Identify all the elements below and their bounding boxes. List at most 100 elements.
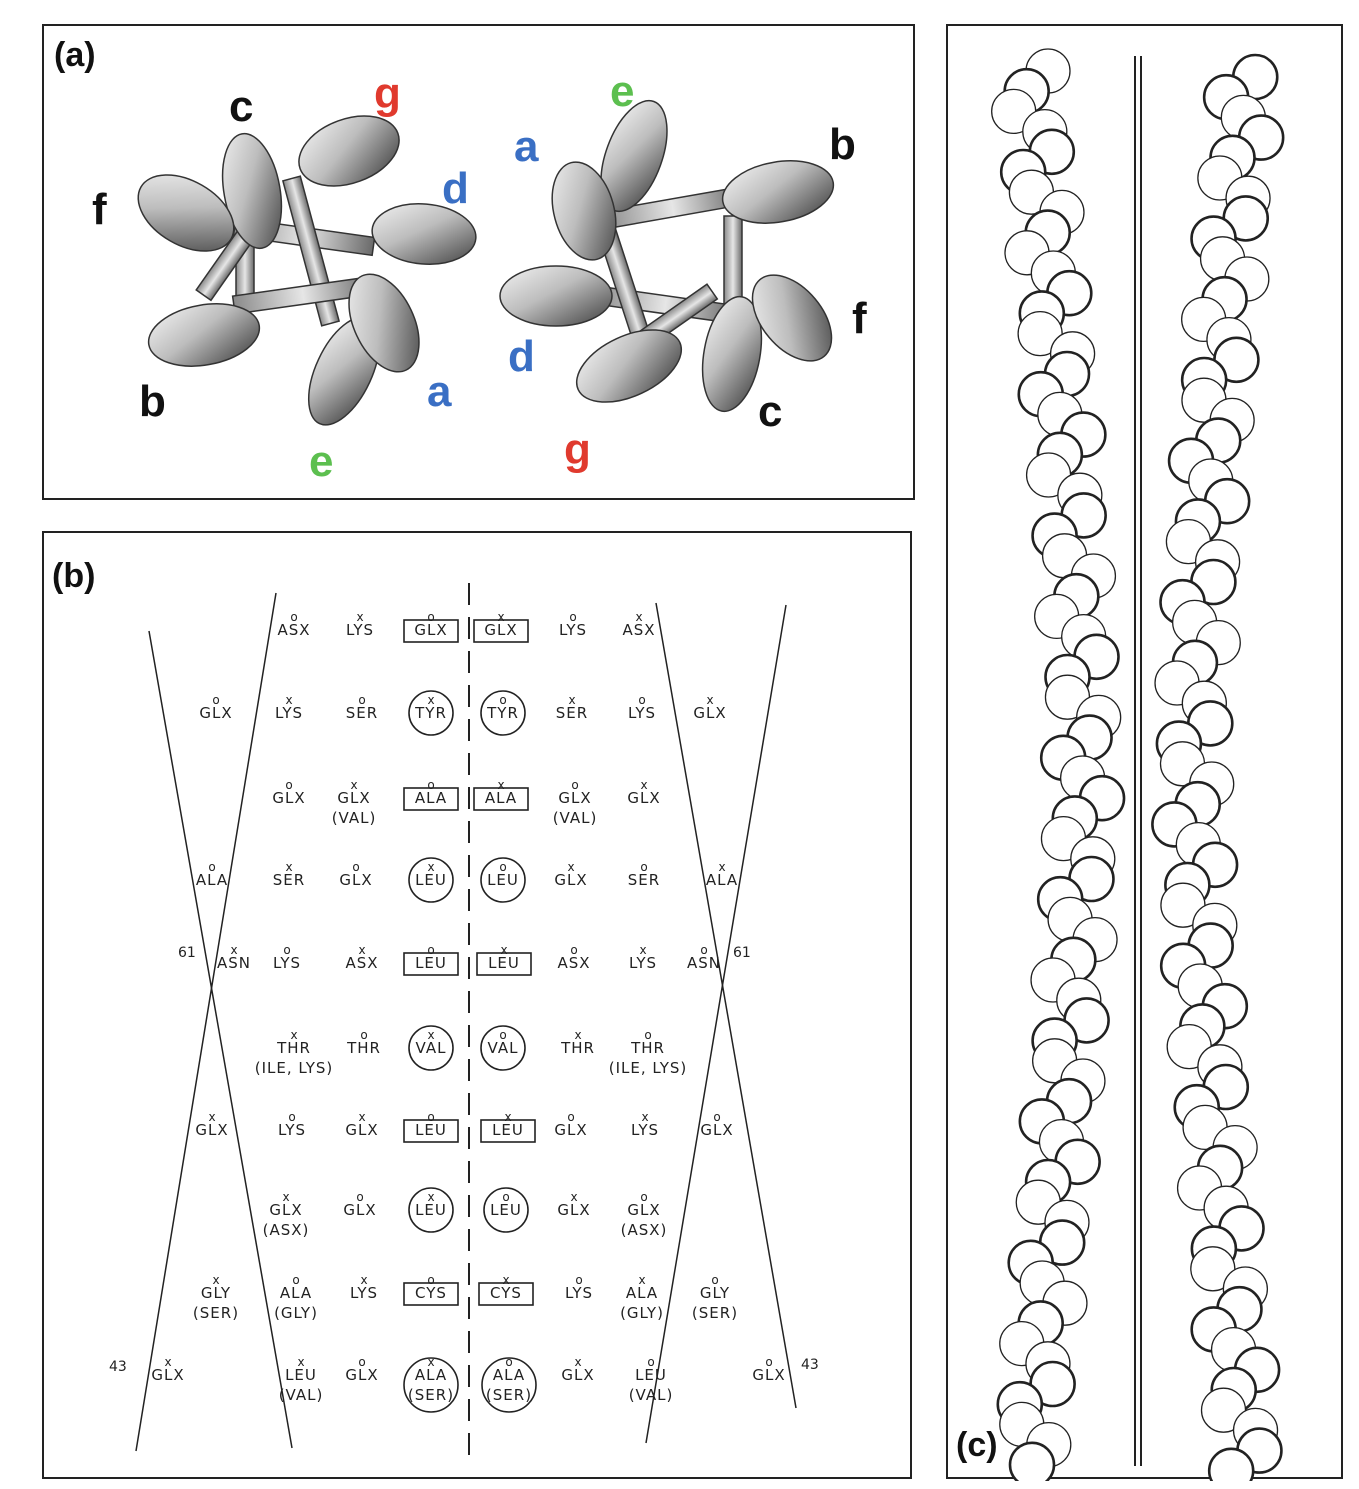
position-marker: o (427, 610, 434, 624)
residue-name: LEU (488, 954, 520, 972)
helix-c-right (701, 295, 763, 413)
sphere-left-strand (1017, 310, 1063, 357)
residue-name: THR (630, 1039, 665, 1057)
residue-name: GLX (151, 1366, 184, 1384)
position-marker: o (575, 1273, 582, 1287)
residue-name: GLX (558, 789, 591, 807)
residue-box (403, 619, 459, 643)
residue-cell: ALA(GLY)x (620, 1273, 664, 1322)
residue-name: SER (628, 871, 660, 889)
residue-name: GLX (561, 1366, 594, 1384)
position-marker: o (505, 1355, 512, 1369)
panel-c-coiled-coil-model: (c) (946, 24, 1343, 1481)
position-marker: o (571, 778, 578, 792)
position-marker: o (288, 1110, 295, 1124)
residue-circle (408, 1025, 454, 1071)
helix-b (147, 303, 261, 367)
residue-name: GLX (345, 1121, 378, 1139)
residue-circle (408, 857, 454, 903)
residue-name: LYS (629, 954, 657, 972)
residue-name: GLX (627, 789, 660, 807)
position-marker: o (499, 693, 506, 707)
residue-name: LYS (559, 621, 587, 639)
position-marker: o (427, 778, 434, 792)
residue-name: ASX (277, 621, 310, 639)
residue-spheres (991, 48, 1285, 1481)
helix-f (137, 174, 235, 252)
residue-cell: ALA(SER)x (403, 1355, 459, 1413)
position-marker: o (765, 1355, 772, 1369)
label-c-right: c (758, 387, 782, 436)
sphere-right-strand (1190, 1246, 1236, 1292)
residue-alt: (GLY) (620, 1304, 664, 1322)
residue-name: LYS (565, 1284, 593, 1302)
residue-box (403, 1282, 459, 1306)
label-c-left: c (229, 82, 253, 131)
helix-d-right (499, 265, 613, 327)
left-cross-line-1 (135, 592, 277, 1452)
residue-name: GLX (195, 1121, 228, 1139)
residue-name: GLX (484, 621, 517, 639)
residue-name: LEU (285, 1366, 317, 1384)
residue-name: LYS (275, 704, 303, 722)
residue-circle (408, 1187, 454, 1233)
position-marker: o (356, 1190, 363, 1204)
label-a-left: a (427, 367, 452, 416)
residue-circle (480, 1025, 526, 1071)
residue-name: GLX (752, 1366, 785, 1384)
residue-circle (480, 857, 526, 903)
position-marker: x (208, 1110, 215, 1124)
residue-name: LEU (635, 1366, 667, 1384)
residue-name: LEU (490, 1201, 522, 1219)
residue-name: SER (556, 704, 588, 722)
left-wheel (137, 115, 477, 426)
position-marker: o (292, 1273, 299, 1287)
position-marker: o (285, 778, 292, 792)
label-f-left: f (92, 185, 107, 234)
residue-name: VAL (488, 1039, 519, 1057)
helix-g (298, 115, 400, 187)
residue-name: THR (276, 1039, 311, 1057)
residue-cell: LEU(VAL)x (279, 1355, 323, 1404)
position-marker: x (358, 1110, 365, 1124)
position-marker: o (360, 1028, 367, 1042)
position-marker: o (567, 1110, 574, 1124)
label-g-left: g (374, 69, 401, 118)
position-marker: o (427, 1110, 434, 1124)
residue-cell: THR(ILE, LYS)x (255, 1028, 333, 1077)
residue-box (476, 952, 532, 976)
residue-name: GLX (557, 1201, 590, 1219)
helix-b-right (721, 160, 835, 224)
position-marker: o (427, 943, 434, 957)
residue-name: THR (346, 1039, 381, 1057)
residue-cell: GLX(VAL)o (553, 778, 597, 827)
residue-name: GLX (700, 1121, 733, 1139)
position-marker: o (569, 610, 576, 624)
residue-box (480, 1119, 536, 1143)
residue-name: SER (346, 704, 378, 722)
panel-a-helical-wheel: (a) (42, 24, 915, 500)
position-marker: x (638, 1273, 645, 1287)
